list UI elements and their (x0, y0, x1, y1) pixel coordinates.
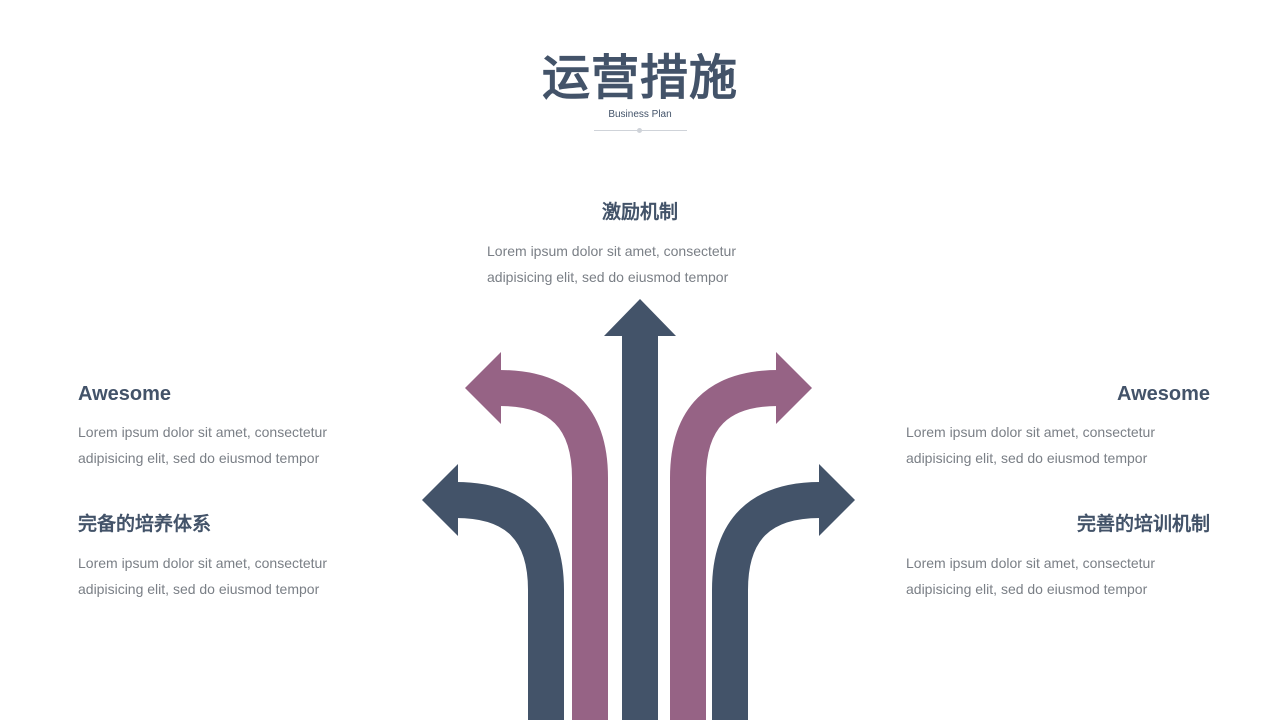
left-text-2-line-1: Lorem ipsum dolor sit amet, consectetur (78, 555, 327, 571)
left-text-1-line-2: adipisicing elit, sed do eiusmod tempor (78, 450, 320, 466)
left-heading-1: Awesome (78, 383, 172, 405)
arrow-outer-left (455, 482, 564, 720)
right-text-1-line-2: adipisicing elit, sed do eiusmod tempor (906, 450, 1148, 466)
page-title: 运营措施 (541, 50, 738, 106)
arrow-inner-left (499, 370, 608, 720)
left-text-1: Lorem ipsum dolor sit amet, consectetur … (78, 419, 378, 471)
left-heading-2: 完备的培养体系 (78, 513, 212, 535)
arrow-outer-right-head (819, 464, 855, 536)
left-text-2: Lorem ipsum dolor sit amet, consectetur … (78, 550, 378, 602)
arrow-inner-right (670, 370, 779, 720)
page-subtitle: Business Plan (608, 109, 672, 120)
right-text-1: Lorem ipsum dolor sit amet, consectetur … (906, 419, 1206, 471)
top-text-line-1: Lorem ipsum dolor sit amet, consectetur (487, 243, 736, 259)
right-heading-1: Awesome (1116, 383, 1210, 405)
left-text-1-line-1: Lorem ipsum dolor sit amet, consectetur (78, 424, 327, 440)
arrow-center-head (604, 299, 676, 336)
arrow-outer-right (712, 482, 821, 720)
right-text-2: Lorem ipsum dolor sit amet, consectetur … (906, 550, 1206, 602)
arrow-inner-left-head (465, 352, 501, 424)
arrow-inner-right-head (776, 352, 812, 424)
right-text-2-line-1: Lorem ipsum dolor sit amet, consectetur (906, 555, 1155, 571)
left-text-2-line-2: adipisicing elit, sed do eiusmod tempor (78, 581, 320, 597)
right-heading-2: 完善的培训机制 (1076, 513, 1210, 535)
title-divider-dot (637, 128, 642, 133)
top-text-line-2: adipisicing elit, sed do eiusmod tempor (487, 269, 729, 285)
arrow-outer-left-head (422, 464, 458, 536)
top-text: Lorem ipsum dolor sit amet, consectetur … (487, 238, 807, 290)
right-text-1-line-1: Lorem ipsum dolor sit amet, consectetur (906, 424, 1155, 440)
top-heading: 激励机制 (601, 201, 678, 223)
right-text-2-line-2: adipisicing elit, sed do eiusmod tempor (906, 581, 1148, 597)
